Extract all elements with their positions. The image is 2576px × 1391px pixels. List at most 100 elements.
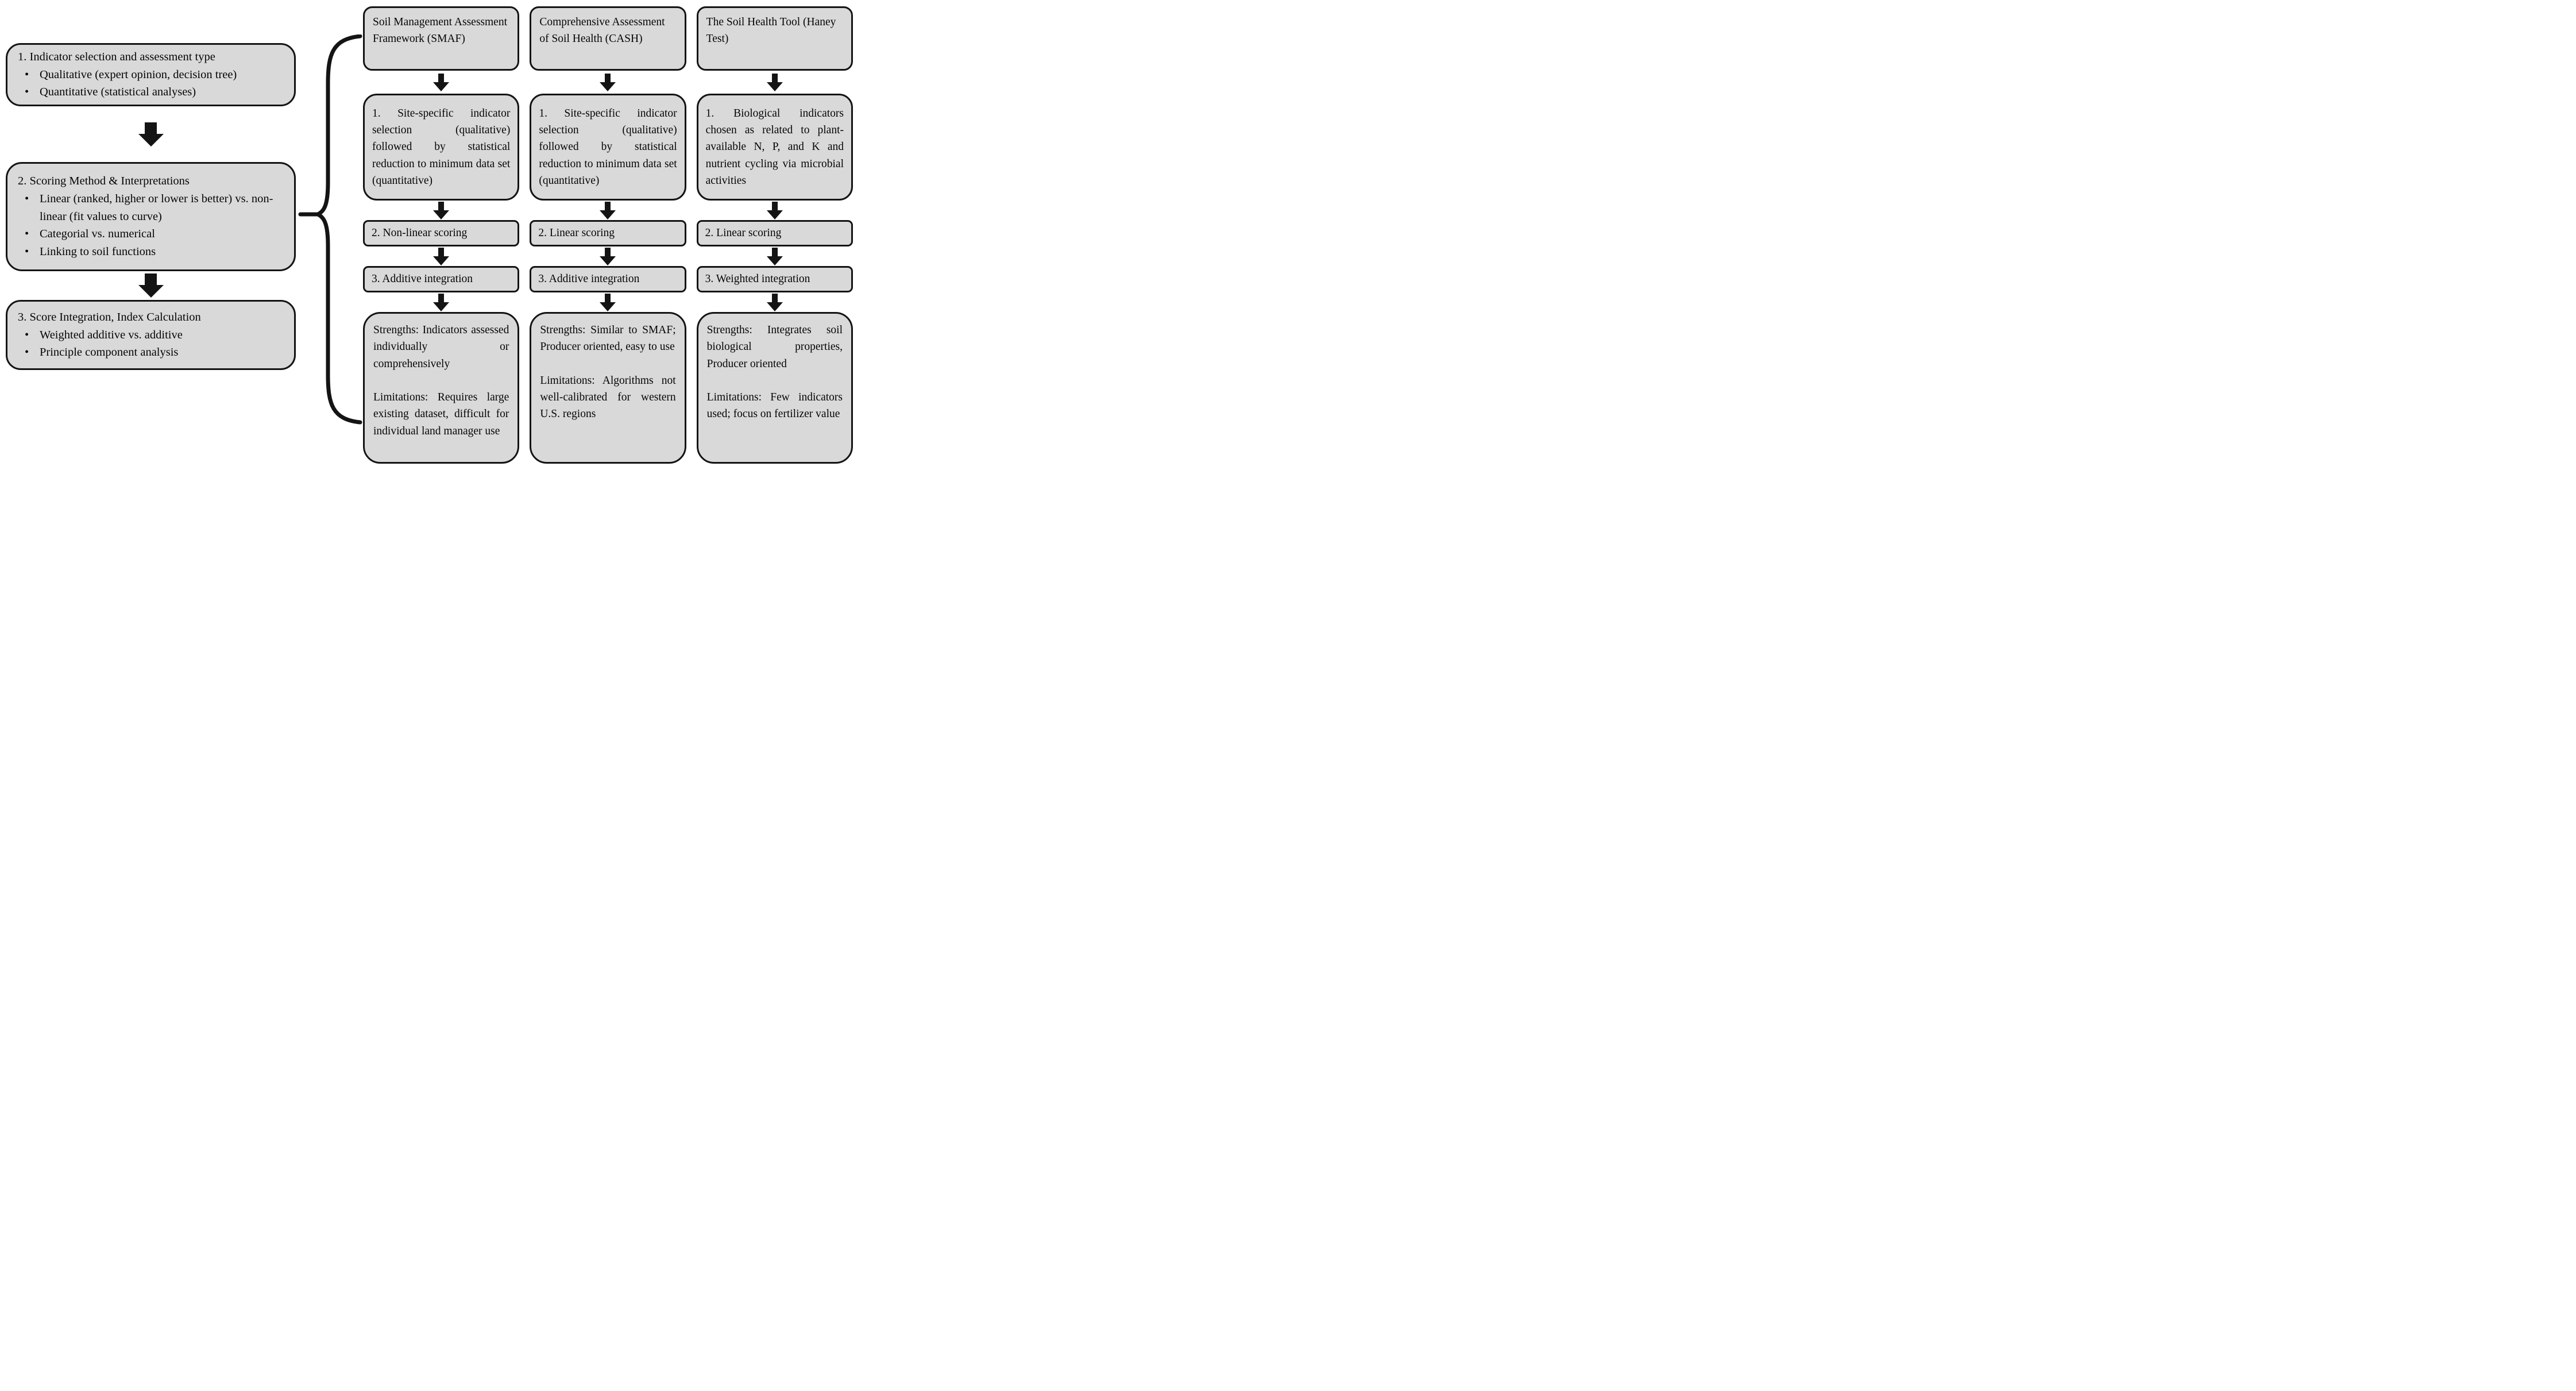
- arrow-slot: [6, 106, 296, 162]
- step-text: 3. Additive integration: [372, 273, 473, 286]
- score-integration-box: 3. Score Integration, Index Calculation …: [6, 300, 296, 370]
- down-arrow-icon: [138, 273, 164, 298]
- cash-step1-box: 1. Site-specific indicator selection (qu…: [530, 94, 686, 201]
- smaf-integration-box: 3. Additive integration: [363, 266, 520, 292]
- arrow-shaft: [145, 273, 157, 285]
- arrow-slot: [530, 201, 686, 220]
- step-text: 2. Non-linear scoring: [372, 227, 468, 240]
- bullet-dot-icon: •: [25, 192, 29, 205]
- step-text: 2. Linear scoring: [705, 227, 782, 240]
- bullet-item: • Linear (ranked, higher or lower is bet…: [17, 190, 285, 226]
- cash-scoring-box: 2. Linear scoring: [530, 220, 686, 246]
- haney-strengths-limitations-box: Strengths: Integrates soil biological pr…: [696, 312, 853, 464]
- arrow-slot: [697, 292, 853, 312]
- arrow-shaft: [771, 293, 778, 302]
- box-title: 3. Score Integration, Index Calculation: [18, 310, 201, 323]
- arrow-head: [600, 302, 616, 311]
- down-arrow-icon: [766, 201, 783, 219]
- bullet-text: Qualitative (expert opinion, decision tr…: [40, 68, 237, 81]
- down-arrow-icon: [600, 247, 616, 265]
- column-header-text: Comprehensive Assessment of Soil Health …: [539, 16, 665, 45]
- arrow-shaft: [145, 122, 157, 134]
- haney-scoring-box: 2. Linear scoring: [696, 220, 853, 246]
- bullet-item: • Linking to soil functions: [17, 243, 285, 261]
- arrow-head: [138, 133, 164, 147]
- bullet-item: • Quantitative (statistical analyses): [17, 83, 285, 101]
- arrow-shaft: [438, 201, 445, 210]
- arrow-head: [766, 256, 783, 265]
- arrow-head: [600, 82, 616, 91]
- outcome-text: Strengths: Indicators assessed individua…: [373, 324, 509, 437]
- arrow-head: [600, 256, 616, 265]
- bullet-item: • Categorial vs. numerical: [17, 225, 285, 243]
- outcome-text: Strengths: Integrates soil biological pr…: [706, 324, 843, 421]
- down-arrow-icon: [600, 73, 616, 91]
- down-arrow-icon: [433, 247, 450, 265]
- haney-integration-box: 3. Weighted integration: [696, 266, 853, 292]
- down-arrow-icon: [433, 293, 450, 311]
- curly-brace-icon: [298, 34, 362, 425]
- soil-health-frameworks-diagram: 1. Indicator selection and assessment ty…: [0, 0, 859, 464]
- step-text: 2. Linear scoring: [538, 227, 615, 240]
- arrow-slot: [363, 201, 519, 220]
- bullet-text: Principle component analysis: [40, 346, 179, 359]
- down-arrow-icon: [766, 293, 783, 311]
- bullet-text: Weighted additive vs. additive: [40, 328, 183, 341]
- outcome-text: Strengths: Similar to SMAF; Producer ori…: [540, 324, 676, 421]
- column-header-text: The Soil Health Tool (Haney Test): [706, 16, 836, 45]
- arrow-head: [766, 302, 783, 311]
- box-title: 2. Scoring Method & Interpretations: [18, 175, 190, 188]
- step-text: 3. Weighted integration: [705, 273, 810, 286]
- bullet-dot-icon: •: [25, 68, 29, 81]
- smaf-scoring-box: 2. Non-linear scoring: [363, 220, 520, 246]
- down-arrow-icon: [600, 293, 616, 311]
- down-arrow-icon: [600, 201, 616, 219]
- scoring-method-box: 2. Scoring Method & Interpretations • Li…: [6, 162, 296, 271]
- smaf-step1-box: 1. Site-specific indicator selection (qu…: [363, 94, 520, 201]
- bullet-item: • Principle component analysis: [17, 344, 285, 361]
- arrow-shaft: [605, 201, 611, 210]
- cash-column: Comprehensive Assessment of Soil Health …: [530, 6, 686, 464]
- arrow-shaft: [771, 201, 778, 210]
- haney-header-box: The Soil Health Tool (Haney Test): [696, 6, 853, 71]
- arrow-head: [433, 256, 450, 265]
- down-arrow-icon: [138, 122, 164, 147]
- indicator-selection-box: 1. Indicator selection and assessment ty…: [6, 43, 296, 106]
- bullet-dot-icon: •: [25, 346, 29, 359]
- bullet-item: • Qualitative (expert opinion, decision …: [17, 66, 285, 84]
- arrow-shaft: [438, 73, 445, 82]
- bullet-dot-icon: •: [25, 245, 29, 259]
- bullet-text: Linear (ranked, higher or lower is bette…: [40, 192, 273, 223]
- bullet-dot-icon: •: [25, 328, 29, 341]
- box-title: 1. Indicator selection and assessment ty…: [18, 50, 215, 63]
- arrow-shaft: [771, 247, 778, 256]
- down-arrow-icon: [766, 73, 783, 91]
- arrow-slot: [363, 292, 519, 312]
- arrow-slot: [697, 246, 853, 266]
- arrow-shaft: [605, 73, 611, 82]
- down-arrow-icon: [766, 247, 783, 265]
- step-text: 1. Site-specific indicator selection (qu…: [539, 107, 677, 187]
- bullet-text: Categorial vs. numerical: [40, 228, 155, 241]
- arrow-slot: [697, 201, 853, 220]
- step-text: 3. Additive integration: [538, 273, 640, 286]
- arrow-slot: [363, 71, 519, 94]
- bullet-text: Quantitative (statistical analyses): [40, 86, 196, 99]
- bullet-item: • Weighted additive vs. additive: [17, 326, 285, 344]
- smaf-header-box: Soil Management Assessment Framework (SM…: [363, 6, 520, 71]
- arrow-head: [138, 285, 164, 298]
- framework-columns: Soil Management Assessment Framework (SM…: [363, 6, 853, 464]
- step-text: 1. Site-specific indicator selection (qu…: [372, 107, 511, 187]
- arrow-head: [600, 210, 616, 219]
- arrow-head: [433, 302, 450, 311]
- arrow-shaft: [438, 247, 445, 256]
- arrow-shaft: [605, 293, 611, 302]
- general-process-column: 1. Indicator selection and assessment ty…: [6, 43, 296, 370]
- arrow-head: [766, 210, 783, 219]
- arrow-slot: [697, 71, 853, 94]
- down-arrow-icon: [433, 201, 450, 219]
- arrow-head: [433, 82, 450, 91]
- haney-column: The Soil Health Tool (Haney Test) 1. Bio…: [696, 6, 853, 464]
- arrow-slot: [6, 271, 296, 300]
- haney-step1-box: 1. Biological indicators chosen as relat…: [696, 94, 853, 201]
